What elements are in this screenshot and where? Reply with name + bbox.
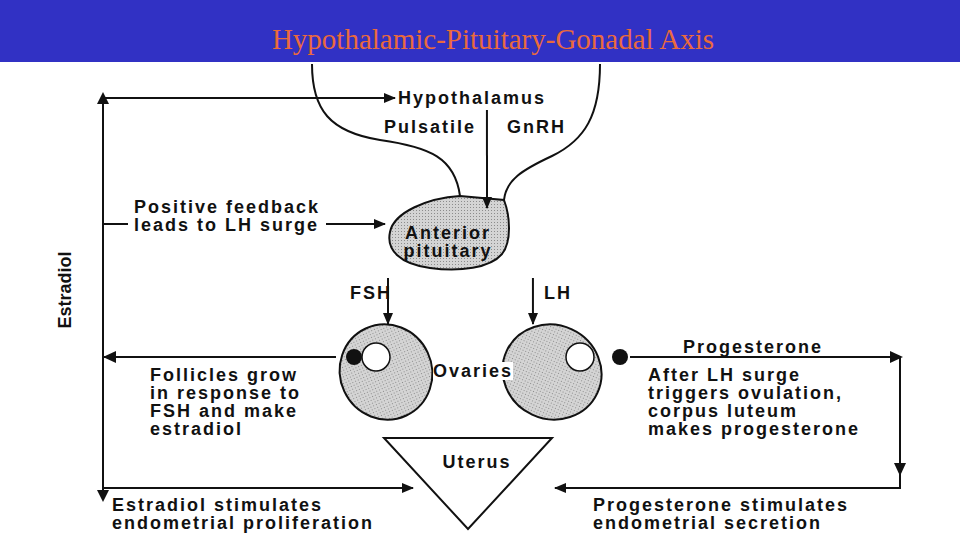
hormone-label: LH — [544, 284, 572, 302]
text-line: Estradiol stimulates — [112, 496, 374, 514]
annotation-text: Progesterone stimulates endometrial secr… — [593, 496, 849, 532]
text-line: Follicles grow — [150, 366, 301, 384]
hormone-label: Pulsatile GnRH — [384, 118, 566, 136]
text-line: pituitary — [388, 242, 508, 260]
uterus-shape — [384, 438, 552, 529]
text-line: After LH surge — [648, 366, 860, 384]
uterus-triangle: Uterus — [383, 437, 553, 530]
hormone-label: Estradiol stimulates endometrial prolife… — [112, 496, 374, 532]
node-label: Anterior pituitary — [388, 224, 508, 260]
pituitary-gland: Anterior pituitary — [380, 186, 540, 272]
arrow-head — [890, 351, 903, 363]
hormone-arrow — [103, 98, 395, 357]
oocyte-symbol — [612, 349, 628, 365]
hormone-arrow — [103, 224, 385, 357]
hormone-label: Estradiol — [56, 251, 74, 328]
text-line: endometrial proliferation — [112, 514, 374, 532]
node-label: Ovaries — [433, 362, 513, 380]
arrow-head — [894, 463, 906, 476]
title-layer: Hypothalamic-Pituitary-Gonadal Axis — [26, 22, 960, 56]
hormone-label: Progesterone — [683, 338, 823, 356]
hormone-arrow — [103, 357, 413, 488]
oocyte-symbol — [346, 349, 362, 365]
ovary-shape — [324, 309, 448, 435]
follicle-symbol — [566, 343, 594, 371]
arrow-head — [97, 92, 109, 104]
text-line: corpus luteum — [648, 402, 860, 420]
text-line: leads to LH surge — [134, 216, 320, 234]
hormone-arrow — [532, 278, 534, 324]
text-line: in response to — [150, 384, 301, 402]
text-line: endometrial secretion — [593, 514, 849, 532]
brain-region: Hypothalamus — [398, 86, 578, 110]
uterus-triangle-outline — [383, 437, 553, 530]
node-label: Hypothalamus — [398, 89, 546, 107]
hormone-label: Positive feedback leads to LH surge — [128, 198, 326, 234]
text-line: FSH and make — [150, 402, 301, 420]
hormone-arrow — [555, 357, 900, 488]
text-line: triggers ovulation, — [648, 384, 860, 402]
hormone-label: FSH — [350, 284, 392, 302]
text-line: estradiol — [150, 420, 301, 438]
follicle-symbol — [362, 343, 390, 371]
diagram-title: Hypothalamic-Pituitary-Gonadal Axis — [26, 22, 960, 56]
text-line: Progesterone stimulates — [593, 496, 849, 514]
text-line: Anterior — [388, 224, 508, 242]
ovaries-pair: Ovaries — [336, 322, 604, 422]
annotation-text: After LH surge triggers ovulation, corpu… — [648, 366, 860, 438]
text-line: Positive feedback — [134, 198, 320, 216]
arrow-head — [97, 490, 109, 502]
text-line: makes progesterone — [648, 420, 860, 438]
node-label: Uterus — [401, 453, 553, 471]
annotation-text: Follicles grow in response to FSH and ma… — [150, 366, 301, 438]
arrow-head — [103, 351, 116, 363]
